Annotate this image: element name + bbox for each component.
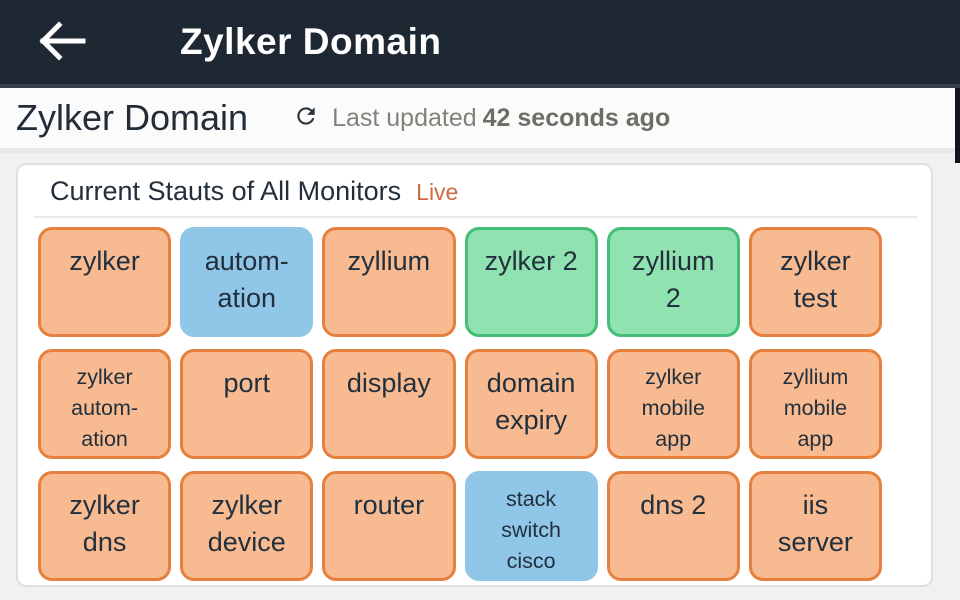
live-badge: Live <box>416 179 459 205</box>
app-bar: Zylker Domain <box>0 0 960 88</box>
tile-label: domain expiry <box>486 368 576 436</box>
tile-label: zylker device <box>207 490 286 558</box>
monitor-tile-display[interactable]: display <box>322 349 456 459</box>
monitors-card: Current Stauts of All Monitors Live zylk… <box>16 163 933 587</box>
monitor-tile-domain-expiry[interactable]: domain expiry <box>464 349 598 459</box>
tile-label: autom- ation <box>204 246 289 314</box>
page-title: Zylker Domain <box>16 97 249 138</box>
monitor-tile-zyllium[interactable]: zyllium <box>322 227 456 337</box>
monitors-grid: zylker autom- ation zyllium zylker 2 zyl… <box>38 227 882 581</box>
tile-label: router <box>353 490 425 520</box>
monitor-tile-stack-switch-cisco[interactable]: stack switch cisco <box>464 471 598 581</box>
tile-label: dns 2 <box>640 490 707 520</box>
monitor-tile-dns-2[interactable]: dns 2 <box>606 471 740 581</box>
tile-label: display <box>346 368 431 398</box>
tile-label: zylker test <box>780 246 851 314</box>
monitor-tile-zylker-mobile-app[interactable]: zylker mobile app <box>606 349 740 459</box>
monitor-tile-zylker-dns[interactable]: zylker dns <box>38 471 172 581</box>
monitor-tile-router[interactable]: router <box>322 471 456 581</box>
last-updated-label: Last updated <box>332 103 477 132</box>
monitor-tile-zyllium-mobile-app[interactable]: zyllium mobile app <box>748 349 882 459</box>
refresh-button[interactable] <box>292 104 320 132</box>
refresh-icon <box>293 103 319 134</box>
monitor-tile-iis-server[interactable]: iis server <box>748 471 882 581</box>
monitor-tile-zylker-automation[interactable]: zylker autom- ation <box>38 349 172 459</box>
tile-label: zylker dns <box>69 490 140 558</box>
monitor-tile-port[interactable]: port <box>180 349 314 459</box>
tile-label: iis server <box>777 490 853 558</box>
last-updated-value: 42 seconds ago <box>482 103 671 132</box>
tile-label: stack switch cisco <box>501 487 561 574</box>
tile-label: zyllium 2 <box>631 246 715 314</box>
scrollbar-thumb[interactable] <box>955 88 960 163</box>
card-title: Current Stauts of All Monitors <box>50 176 402 206</box>
tile-label: zyllium mobile app <box>782 365 849 452</box>
monitor-tile-zylker-test[interactable]: zylker test <box>748 227 882 337</box>
arrow-left-icon <box>35 17 87 70</box>
tile-label: zyllium <box>347 246 431 276</box>
monitor-tile-automation[interactable]: autom- ation <box>180 227 314 337</box>
monitor-tile-zylker-2[interactable]: zylker 2 <box>464 227 598 337</box>
app-bar-title: Zylker Domain <box>180 21 442 62</box>
tile-label: zylker mobile app <box>641 365 705 452</box>
monitor-tile-zylker-device[interactable]: zylker device <box>180 471 314 581</box>
tile-label: zylker autom- ation <box>71 365 139 452</box>
monitor-tile-zyllium-2[interactable]: zyllium 2 <box>606 227 740 337</box>
monitor-tile-zylker[interactable]: zylker <box>38 227 172 337</box>
tile-label: zylker <box>69 246 140 276</box>
back-button[interactable] <box>34 16 88 70</box>
card-divider <box>34 216 917 218</box>
tile-label: port <box>223 368 270 398</box>
tile-label: zylker 2 <box>484 246 578 276</box>
card-header: Current Stauts of All Monitors Live <box>18 165 931 215</box>
